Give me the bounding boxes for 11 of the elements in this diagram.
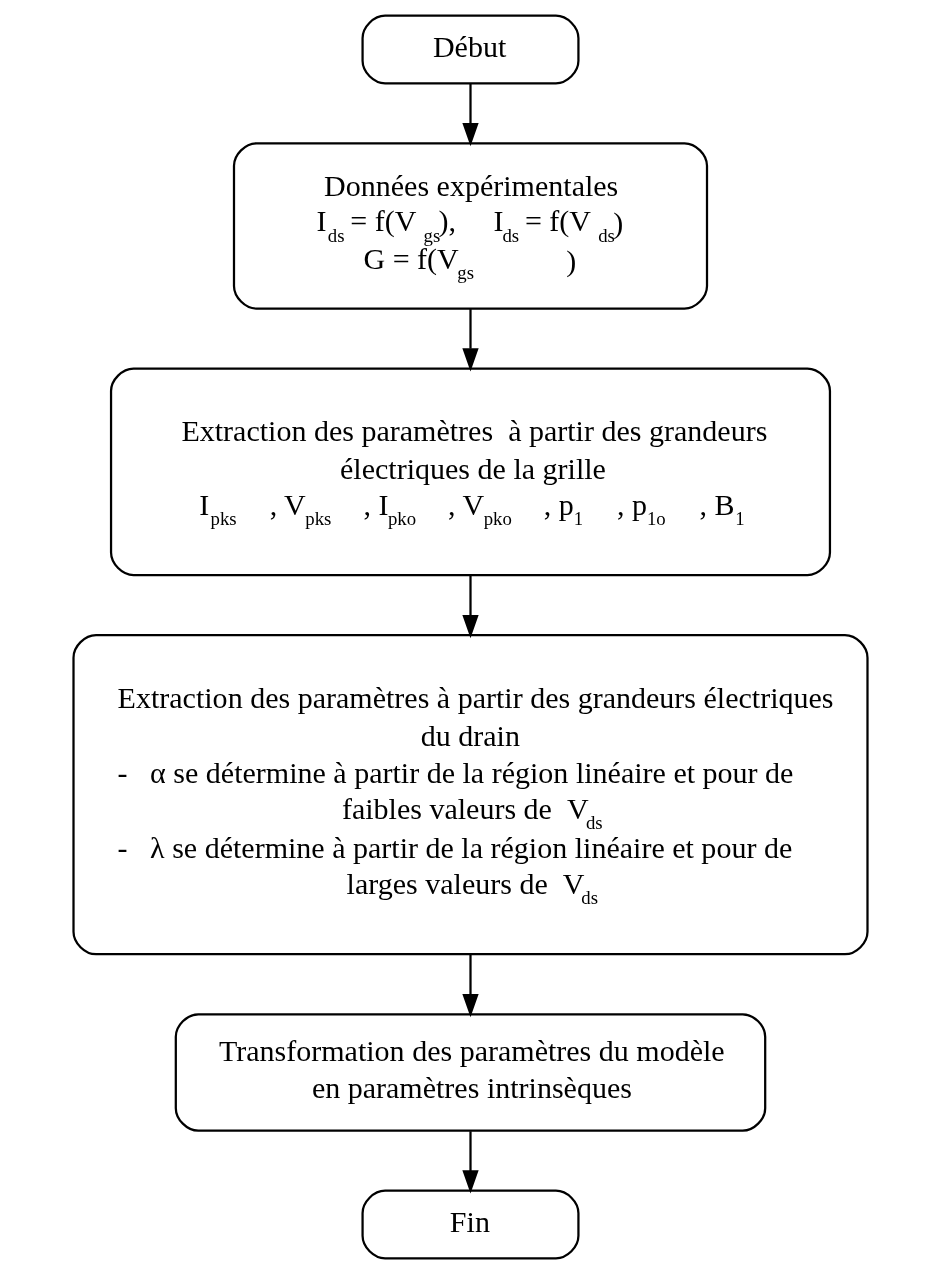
arrow bbox=[461, 954, 479, 1018]
node-box: Fin bbox=[360, 1189, 580, 1260]
node-box: Début bbox=[360, 14, 580, 85]
node-box: Transformation des paramètres du modèle en paramètres intrinsèques bbox=[174, 1013, 766, 1132]
arrow bbox=[461, 1131, 479, 1194]
node-box: Extraction des paramètres à partir des grandeurs électriques du drain - α se détermine à partir de la région linéaire et pour de faibles valeurs de V$_{ds}$ - λ se détermine à partir de la région linéaire et pour de larges valeurs de V$_{ds}$ bbox=[71, 634, 869, 956]
arrow bbox=[461, 309, 479, 372]
node-box: Données expérimentales I$_{ds}$ = f(V$_{gs}$), I$_{ds}$ = f(V$_{ds}$) G = f(V$_{gs}$) bbox=[232, 142, 708, 310]
arrow bbox=[461, 83, 479, 147]
arrow bbox=[461, 575, 479, 639]
node-box: Extraction des paramètres à partir des grandeurs électriques de la grille I$_{pks}$, V$_{pks}$, I$_{pko}$, V$_{pko}$, p$_{1}$, p$_{1o}$, B$_{1}$ bbox=[109, 367, 831, 577]
